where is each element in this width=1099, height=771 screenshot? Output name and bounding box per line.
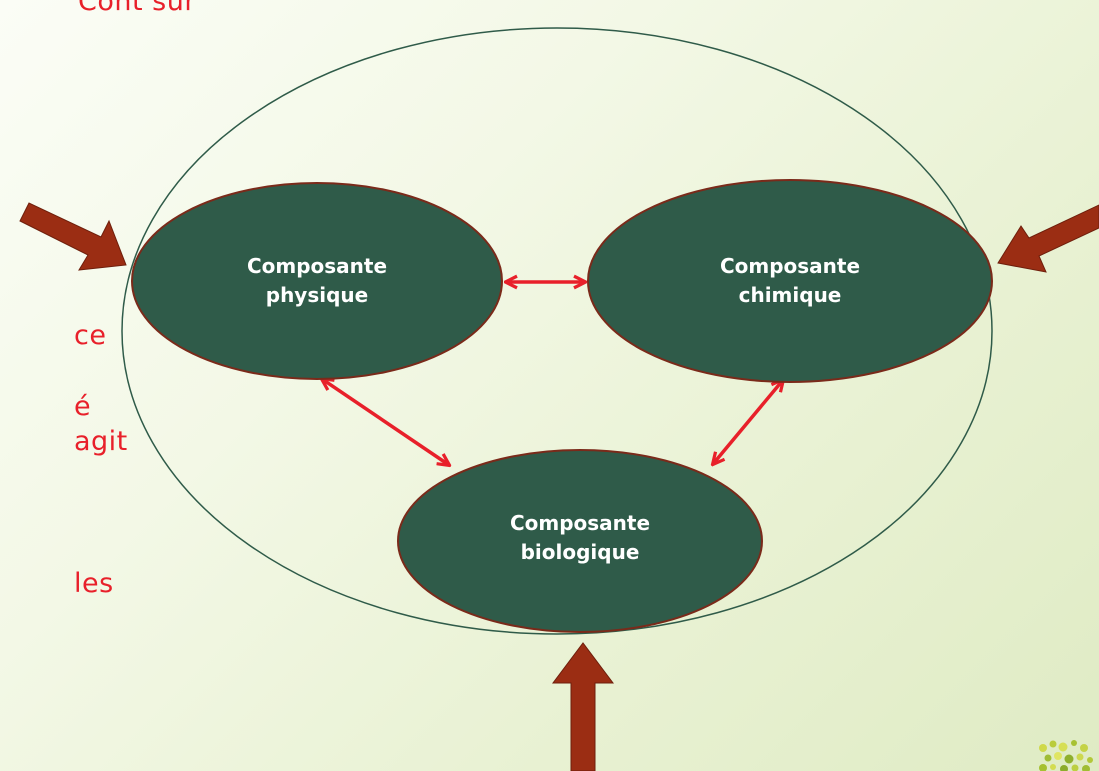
text-fragment-les: les: [74, 568, 114, 599]
input-arrow-left: [19, 202, 127, 271]
interaction-arrow-chimique-biologique: [713, 380, 783, 464]
node-physique-line2: physique: [266, 283, 368, 307]
interaction-arrow-physique-biologique: [322, 379, 449, 465]
node-chimique-line2: chimique: [739, 283, 842, 307]
node-physique-line1: Composante: [247, 254, 387, 278]
node-biologique-line1: Composante: [510, 511, 650, 535]
text-fragment-ce: ce: [74, 320, 107, 351]
text-fragment-top: Cont sur: [78, 0, 196, 17]
text-fragment-agit: agit: [74, 426, 128, 457]
node-composante-biologique: Composante biologique: [397, 449, 763, 633]
input-arrow-bottom: [552, 642, 614, 771]
logo-dots-icon: [1039, 740, 1093, 771]
node-biologique-line2: biologique: [521, 540, 640, 564]
text-fragment-e: é: [74, 391, 92, 422]
node-chimique-line1: Composante: [720, 254, 860, 278]
node-composante-chimique: Composante chimique: [587, 179, 993, 383]
input-arrow-right: [997, 204, 1099, 273]
outer-boundary-ellipse: [121, 27, 993, 635]
node-composante-physique: Composante physique: [131, 182, 503, 380]
